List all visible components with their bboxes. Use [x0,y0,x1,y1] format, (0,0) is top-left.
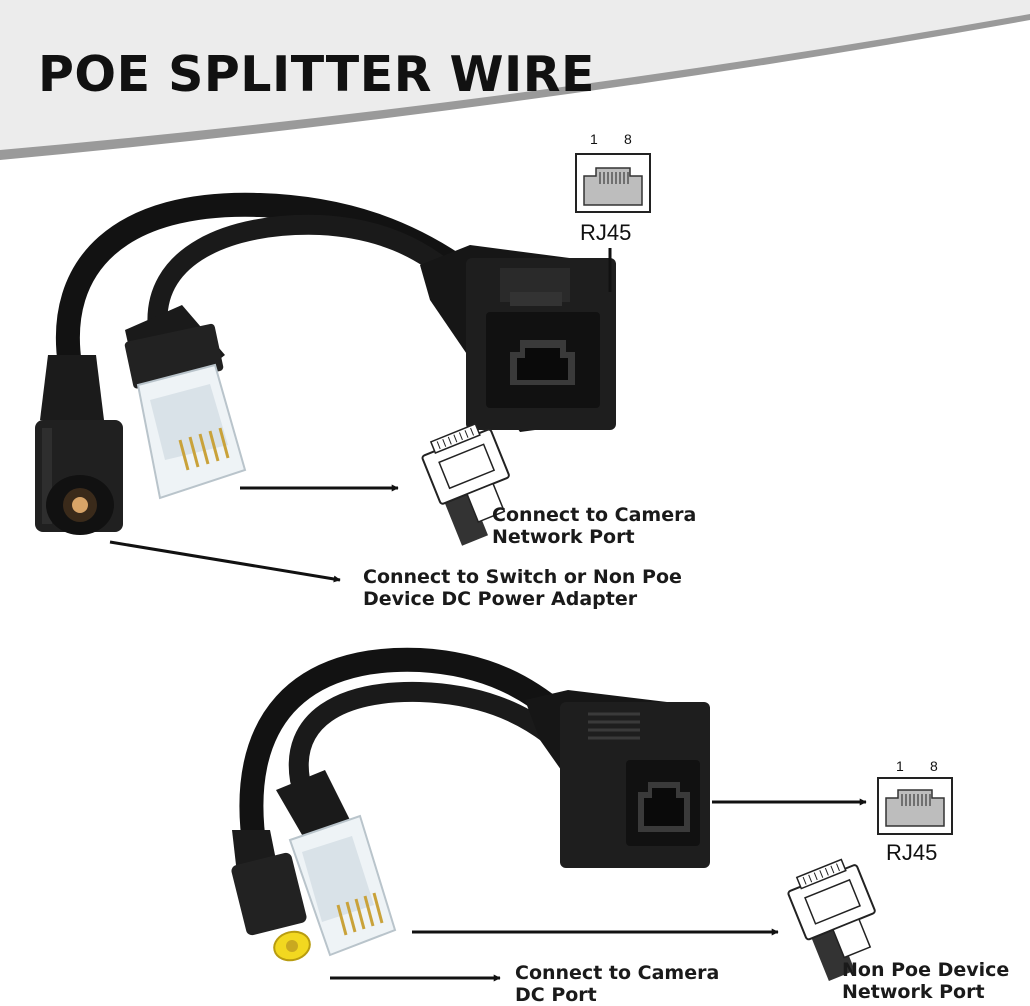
arrow-to-switch-power [109,540,341,583]
top-rj45-icon [575,153,651,213]
label-camera-network: Connect to Camera Network Port [492,504,697,548]
bottom-splitter [231,647,710,962]
label-switch-power: Connect to Switch or Non Poe Device DC P… [363,566,682,610]
bottom-plug-outline-icon [787,858,876,981]
bottom-rj45-label: RJ45 [886,840,938,865]
bottom-rj45-pin-8: 8 [930,758,938,774]
top-splitter [35,192,616,535]
top-rj45-pin-8: 8 [624,131,632,147]
bottom-rj45-icon [877,777,953,835]
bottom-rj45-pin-1: 1 [896,758,904,774]
top-rj45-pin-1: 1 [590,131,598,147]
label-non-poe: Non Poe Device Network Port [842,959,1010,1003]
top-plug-outline-icon [421,422,510,546]
title-banner [0,0,1030,160]
bottom-dc-plug [231,852,307,936]
top-rj45-label: RJ45 [580,220,632,245]
label-camera-dc: Connect to Camera DC Port [515,962,720,1006]
page-title: POE SPLITTER WIRE [38,46,595,103]
